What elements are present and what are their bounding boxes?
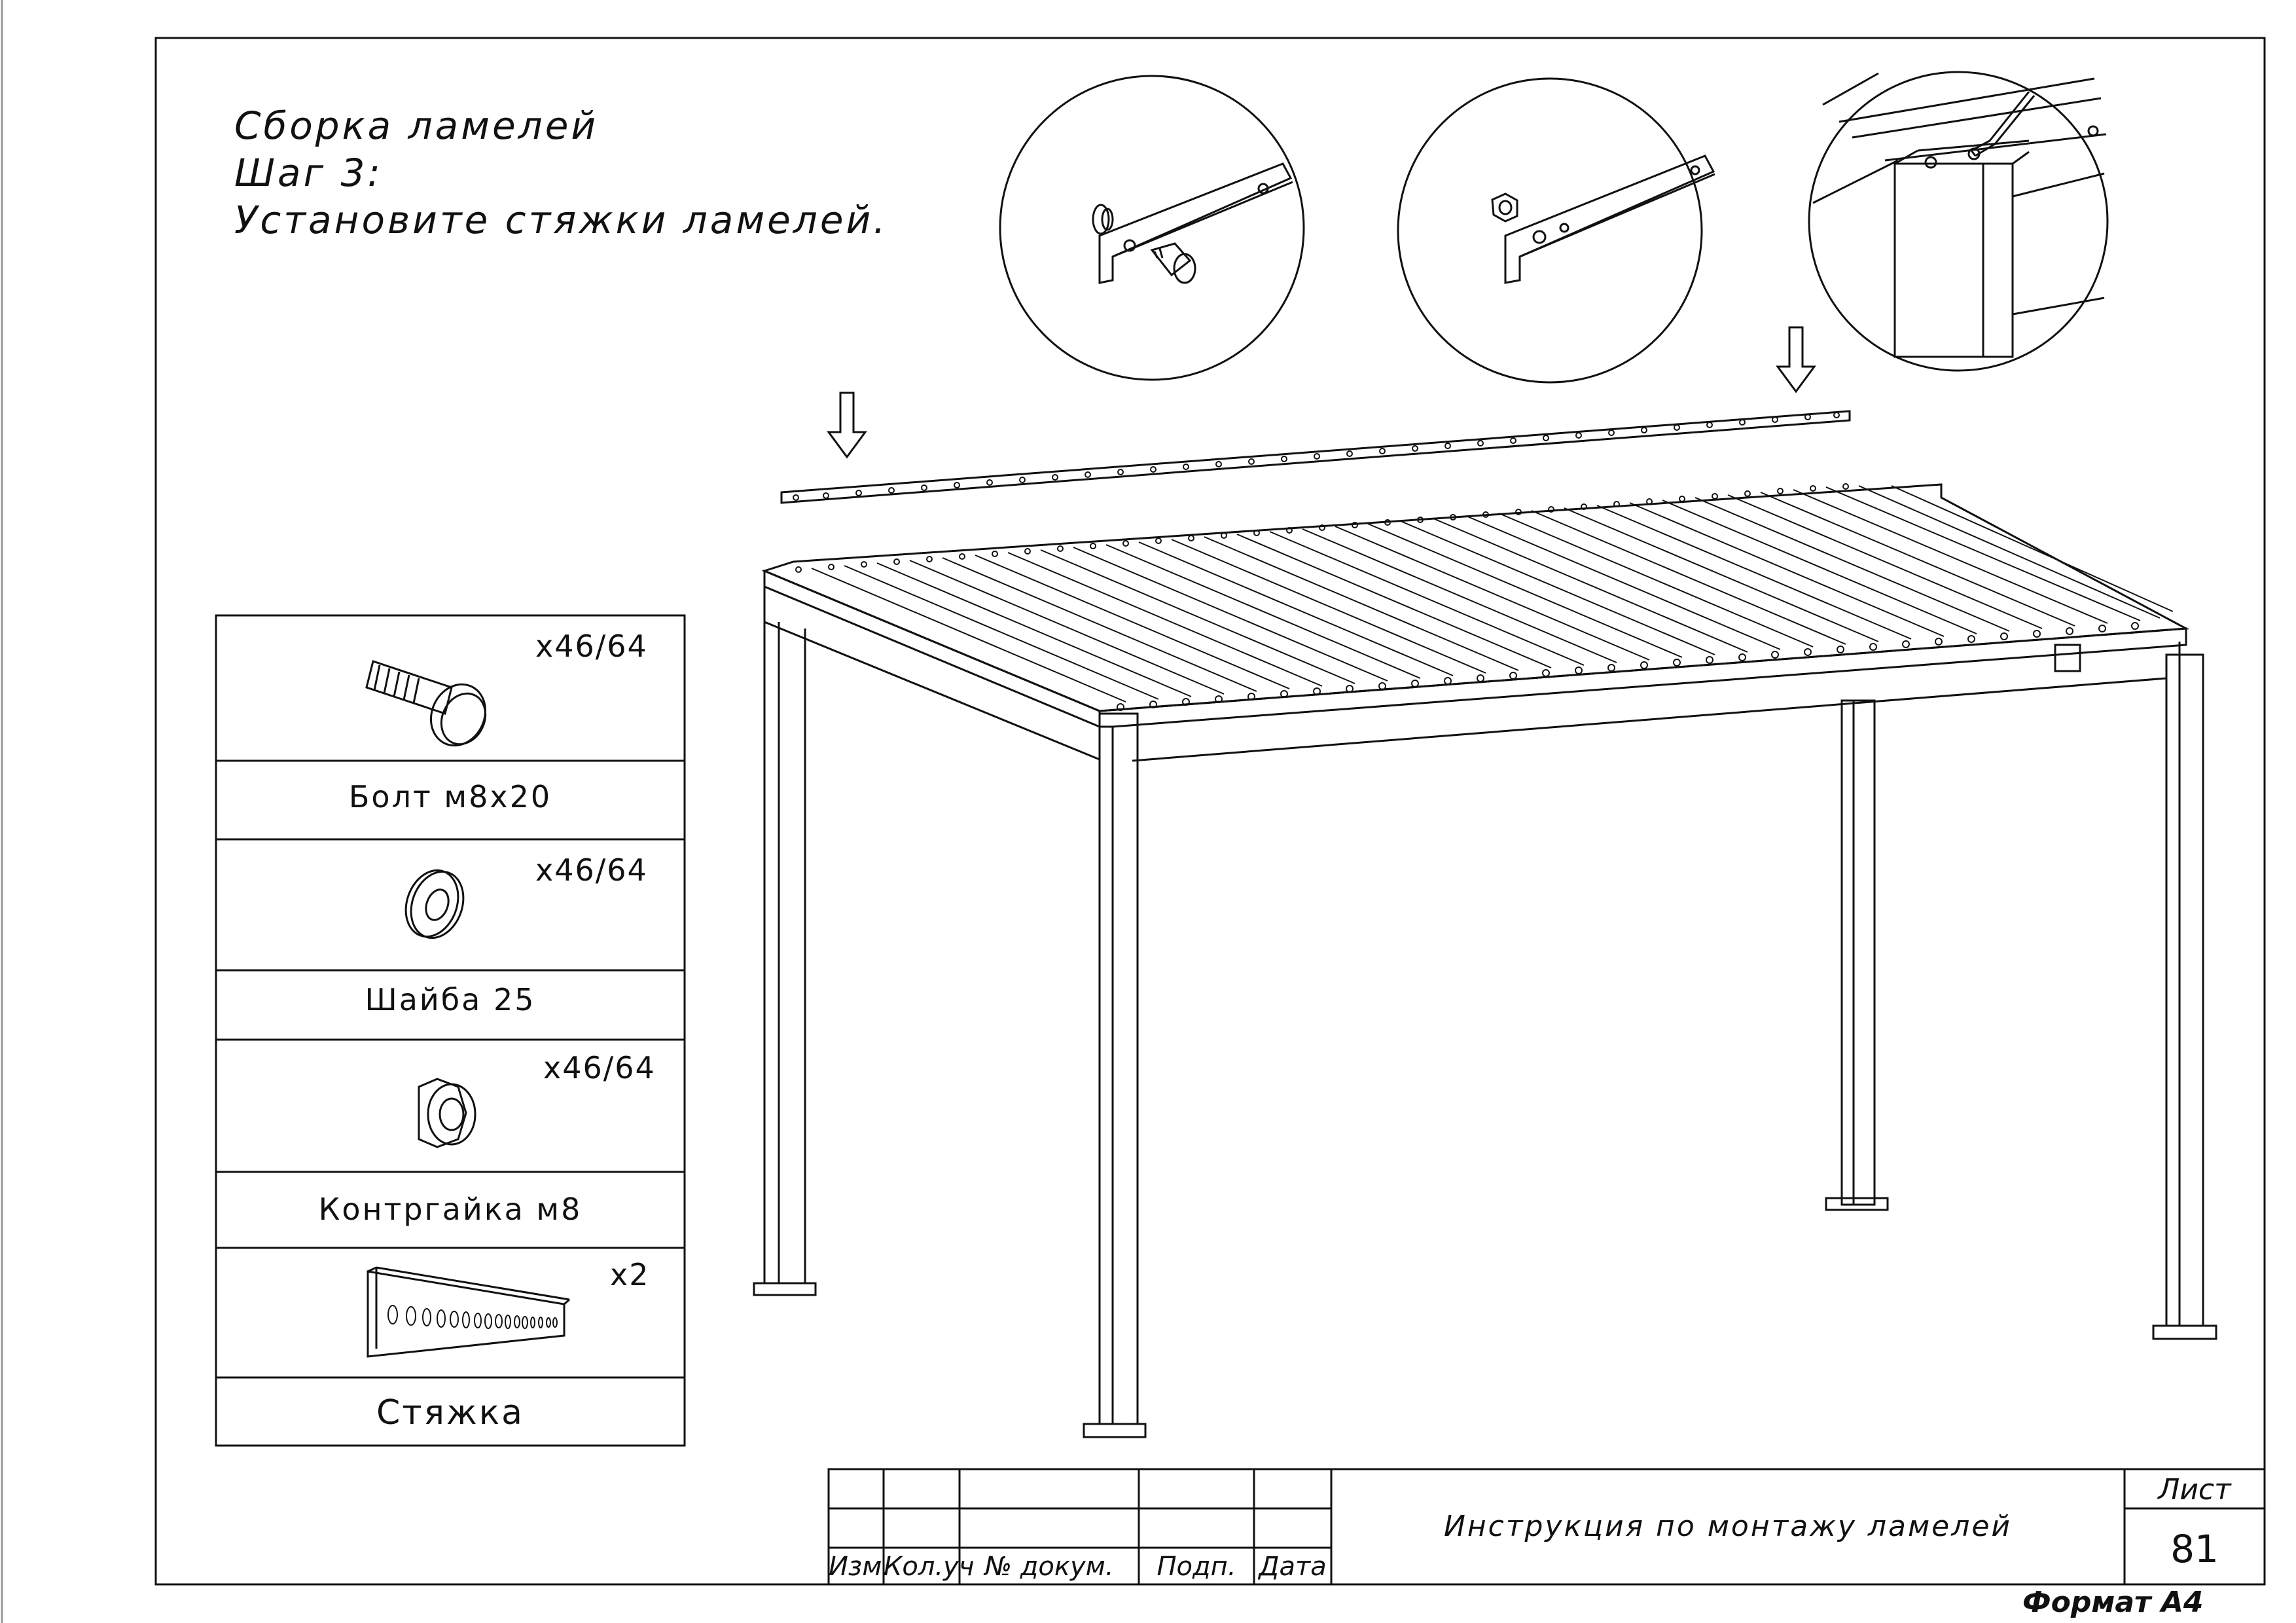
tie-bar-drawing — [780, 410, 1851, 504]
heading-line-3: Установите стяжки ламелей. — [234, 198, 888, 242]
parts-table — [215, 614, 686, 1447]
detail-circle-bolt — [999, 75, 1305, 381]
pergola-drawing — [753, 483, 2217, 1438]
part-qty-washer: x46/64 — [535, 852, 648, 888]
part-name-washer: Шайба 25 — [365, 982, 536, 1017]
tb-col-date: Дата — [1259, 1552, 1327, 1582]
tie-bar-icon — [367, 1266, 570, 1358]
part-name-tie-bar: Стяжка — [376, 1393, 524, 1432]
format-label: Формат А4 — [2022, 1586, 2204, 1619]
part-qty-bolt: x46/64 — [535, 629, 648, 664]
document-title: Инструкция по монтажу ламелей — [1444, 1510, 2012, 1543]
sheet-number: 81 — [2170, 1527, 2219, 1571]
bolt-icon — [365, 660, 487, 747]
sheet-label: Лист — [2158, 1473, 2231, 1506]
heading-line-2: Шаг 3: — [234, 151, 383, 195]
locknut-icon — [418, 1078, 476, 1148]
detail-circle-nut — [1397, 77, 1715, 384]
part-qty-tie-bar: x2 — [610, 1257, 650, 1292]
part-name-bolt: Болт м8х20 — [348, 779, 552, 814]
tb-col-document: № докум. — [984, 1552, 1114, 1582]
down-arrow-right-icon — [1776, 326, 1816, 393]
tb-col-change: Изм. — [829, 1552, 891, 1582]
down-arrow-left-icon — [827, 392, 867, 459]
part-name-locknut: Контргайка м8 — [318, 1192, 583, 1227]
detail-circle-corner — [1808, 71, 2109, 372]
title-block — [827, 1468, 2266, 1586]
washer-icon — [404, 869, 465, 939]
heading-line-1: Сборка ламелей — [234, 103, 599, 148]
part-qty-locknut: x46/64 — [543, 1050, 656, 1085]
tb-col-signature: Подп. — [1157, 1552, 1236, 1582]
tb-col-quantity: Кол.уч — [884, 1552, 975, 1582]
